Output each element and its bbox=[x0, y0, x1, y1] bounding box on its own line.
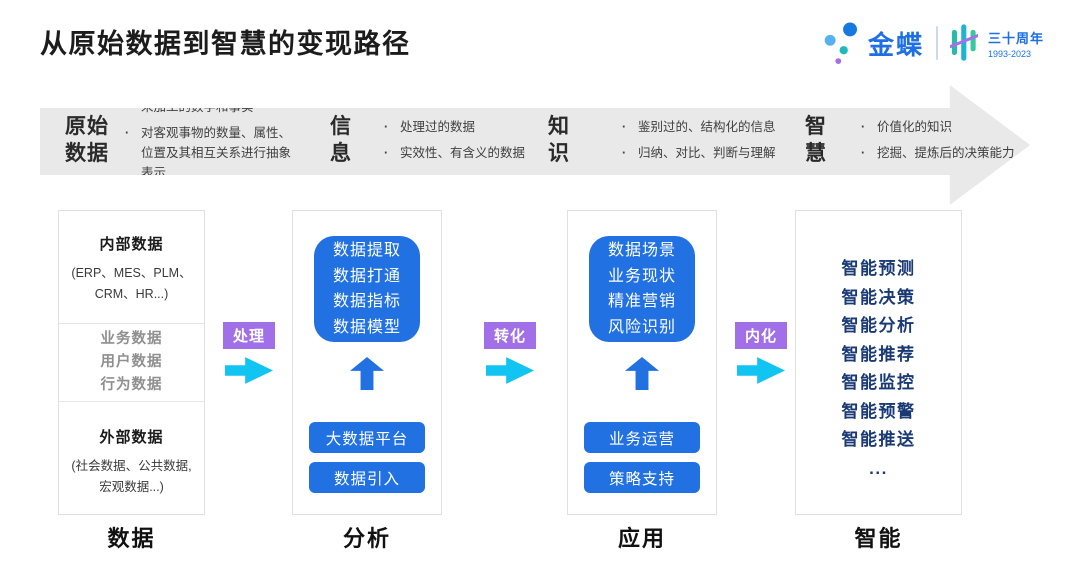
up-arrow-icon bbox=[350, 357, 384, 390]
intelligence-item: 智能推荐 bbox=[841, 344, 916, 364]
right-arrow-icon bbox=[737, 357, 785, 384]
data-types-section: 业务数据 用户数据 行为数据 bbox=[59, 323, 204, 402]
big-data-platform-button: 大数据平台 bbox=[309, 422, 425, 453]
connector-process: 处理 bbox=[221, 322, 277, 385]
application-column-box: 数据场景 业务现状 精准营销 风险识别 业务运营 策略支持 bbox=[567, 210, 717, 515]
anniversary-label: 三十周年 bbox=[987, 30, 1044, 46]
stage-title: 知 识 bbox=[548, 115, 570, 165]
strategy-support-button: 策略支持 bbox=[584, 462, 700, 493]
bullet-item: 对客观事物的数量、属性、位置及其相互关系进行抽象表示 bbox=[123, 123, 295, 183]
intelligence-item: 智能预测 bbox=[841, 259, 916, 278]
stage-title: 信 息 bbox=[330, 115, 352, 165]
external-data-sources: (社会数据、公共数据, 宏观数据...) bbox=[71, 459, 192, 494]
anniversary-30-icon bbox=[949, 24, 978, 61]
column-label-analysis: 分析 bbox=[342, 526, 391, 551]
data-import-button: 数据引入 bbox=[309, 462, 425, 493]
dikw-arrow-banner: 原始 数据 未加工的数字和事实 对客观事物的数量、属性、位置及其相互关系进行抽象… bbox=[40, 85, 1030, 205]
brand-name: 金蝶 bbox=[867, 29, 924, 60]
kingdee-dots-icon bbox=[824, 22, 857, 64]
intelligence-item: 智能监控 bbox=[841, 373, 916, 392]
bullet-item: 鉴别过的、结构化的信息 bbox=[620, 117, 806, 137]
data-type-item: 用户数据 bbox=[100, 354, 163, 370]
connector-transform: 转化 bbox=[482, 322, 538, 385]
internal-data-systems: (ERP、MES、PLM、CRM、HR...) bbox=[71, 266, 192, 301]
column-label-application: 应用 bbox=[617, 526, 666, 551]
right-arrow-icon bbox=[486, 357, 534, 384]
anniversary-years: 1993-2023 bbox=[987, 48, 1032, 59]
application-scenarios-box: 数据场景 业务现状 精准营销 风险识别 bbox=[589, 236, 695, 342]
connector-internalize: 内化 bbox=[733, 322, 789, 385]
stage-bullets: 未加工的数字和事实 对客观事物的数量、属性、位置及其相互关系进行抽象表示 bbox=[123, 97, 295, 183]
bullet-item: 挖掘、提炼后的决策能力 bbox=[859, 143, 1030, 163]
logo-divider bbox=[935, 26, 938, 60]
data-type-item: 行为数据 bbox=[100, 377, 163, 393]
bullet-item: 未加工的数字和事实 bbox=[123, 97, 295, 117]
bullet-item: 价值化的知识 bbox=[859, 117, 1030, 137]
anniversary-block: 三十周年 1993-2023 bbox=[988, 28, 1044, 59]
column-label-intelligence: 智能 bbox=[854, 526, 903, 551]
internal-data-section: 内部数据 (ERP、MES、PLM、CRM、HR...) bbox=[59, 211, 204, 323]
stage-bullets: 处理过的数据 实效性、有含义的数据 bbox=[382, 117, 544, 163]
external-data-title: 外部数据 bbox=[99, 429, 164, 446]
data-type-item: 业务数据 bbox=[100, 331, 163, 347]
stage-knowledge: 知 识 鉴别过的、结构化的信息 归纳、对比、判断与理解 bbox=[548, 105, 806, 175]
analysis-column-box: 数据提取 数据打通 数据指标 数据模型 大数据平台 数据引入 bbox=[292, 210, 442, 515]
intelligence-item: 智能分析 bbox=[841, 316, 916, 335]
transform-badge: 转化 bbox=[484, 322, 536, 349]
process-badge: 处理 bbox=[223, 322, 275, 349]
external-data-section: 外部数据 (社会数据、公共数据, 宏观数据...) bbox=[59, 402, 204, 514]
stage-bullets: 鉴别过的、结构化的信息 归纳、对比、判断与理解 bbox=[620, 117, 806, 163]
kingdee-logo: 金蝶 三十周年 1993-2023 bbox=[822, 14, 1044, 72]
stage-information: 信 息 处理过的数据 实效性、有含义的数据 bbox=[330, 105, 544, 175]
intelligence-ellipsis: ... bbox=[869, 458, 888, 478]
bullet-item: 处理过的数据 bbox=[382, 117, 544, 137]
stage-title: 智 慧 bbox=[805, 115, 827, 165]
stage-bullets: 价值化的知识 挖掘、提炼后的决策能力 bbox=[859, 117, 1030, 163]
internal-data-title: 内部数据 bbox=[99, 236, 164, 253]
up-arrow-icon bbox=[625, 357, 659, 390]
internalize-badge: 内化 bbox=[735, 322, 787, 349]
column-label-data: 数据 bbox=[107, 526, 156, 551]
intelligence-item: 智能推送 bbox=[841, 430, 916, 449]
intelligence-column-box: 智能预测 智能决策 智能分析 智能推荐 智能监控 智能预警 智能推送 ... bbox=[795, 210, 962, 515]
stage-wisdom: 智 慧 价值化的知识 挖掘、提炼后的决策能力 bbox=[805, 105, 1030, 175]
stage-raw-data: 原始 数据 未加工的数字和事实 对客观事物的数量、属性、位置及其相互关系进行抽象… bbox=[65, 97, 295, 180]
bullet-item: 实效性、有含义的数据 bbox=[382, 143, 544, 163]
bullet-item: 归纳、对比、判断与理解 bbox=[620, 143, 806, 163]
page-title: 从原始数据到智慧的变现路径 bbox=[40, 29, 411, 59]
analysis-capabilities-box: 数据提取 数据打通 数据指标 数据模型 bbox=[314, 236, 420, 342]
business-operation-button: 业务运营 bbox=[584, 422, 700, 453]
intelligence-item: 智能决策 bbox=[841, 287, 916, 307]
right-arrow-icon bbox=[225, 357, 273, 384]
data-column-box: 内部数据 (ERP、MES、PLM、CRM、HR...) 业务数据 用户数据 行… bbox=[58, 210, 205, 515]
stage-title: 原始 数据 bbox=[65, 115, 109, 165]
intelligence-item: 智能预警 bbox=[841, 401, 916, 421]
